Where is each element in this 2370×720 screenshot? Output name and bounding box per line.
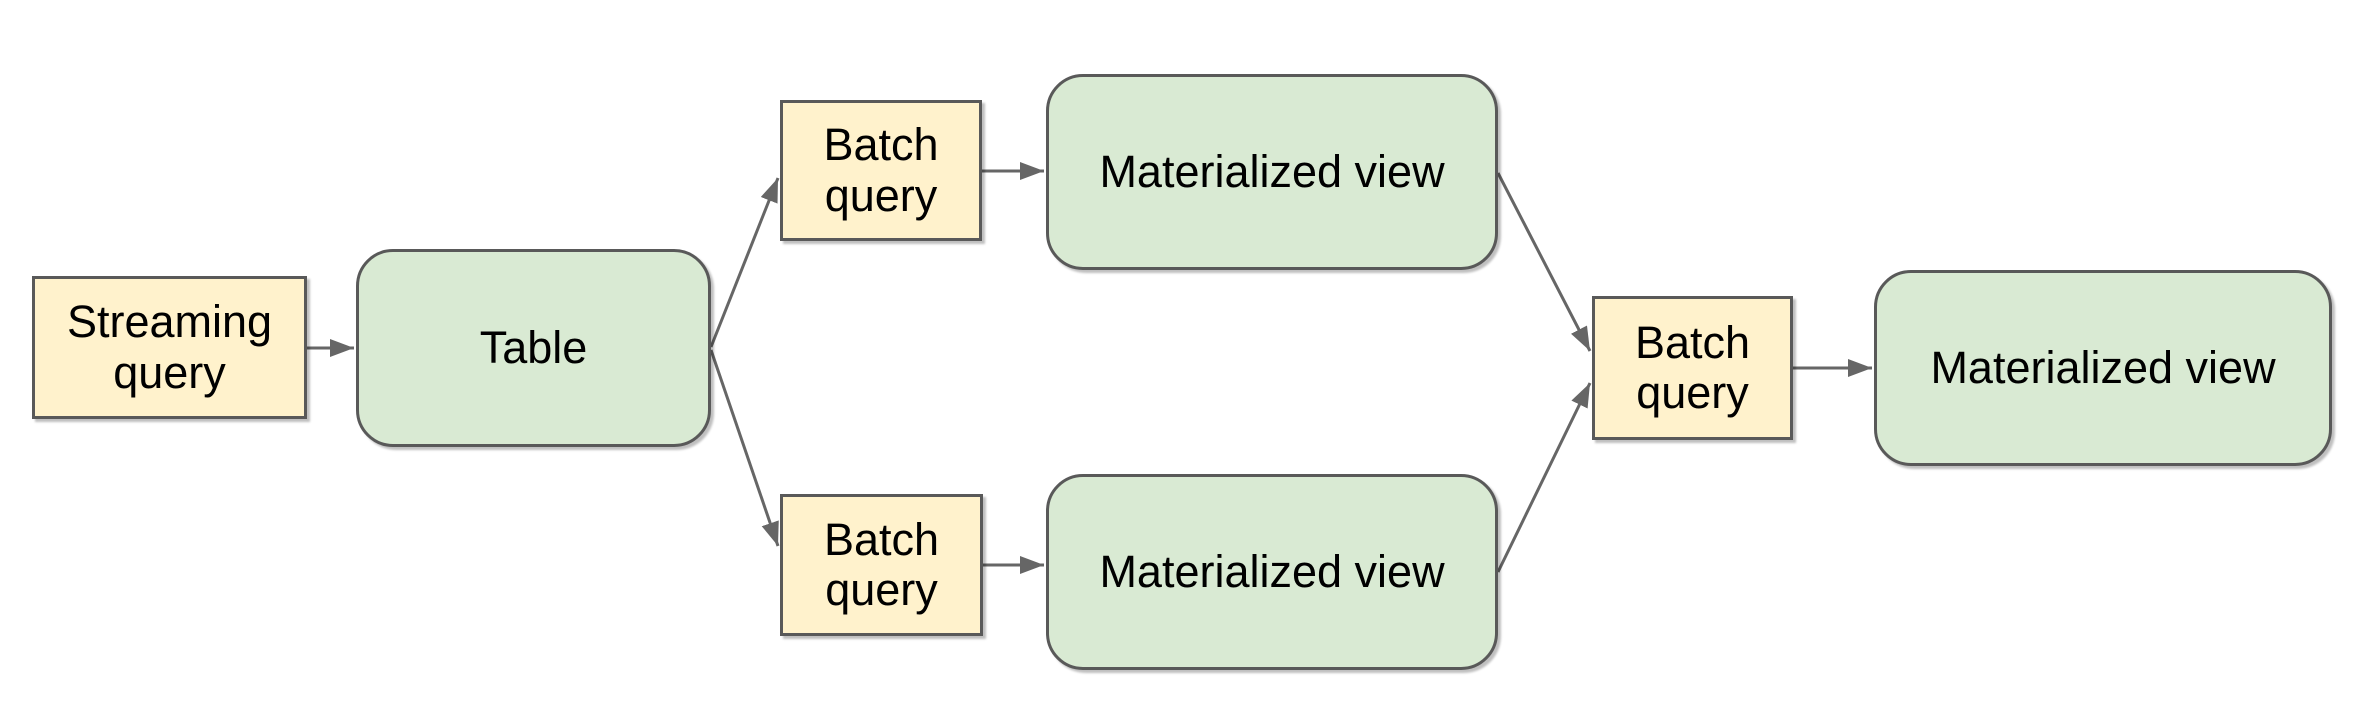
node-streaming-query: Streaming query <box>32 276 307 419</box>
node-batch-query-right-label: Batch query <box>1634 316 1751 418</box>
node-table-label: Table <box>479 321 588 373</box>
node-materialized-view-top-label: Materialized view <box>1099 145 1445 197</box>
arrow-table-to-batch-query-bottom <box>709 349 780 547</box>
node-materialized-view-bottom-label: Materialized view <box>1099 545 1445 597</box>
node-batch-query-right: Batch query <box>1592 296 1793 440</box>
arrow-table-to-batch-query-top <box>709 177 780 348</box>
arrow-materialized-view-top-to-batch-query-right <box>1496 172 1592 352</box>
node-batch-query-bottom: Batch query <box>780 494 983 636</box>
node-materialized-view-top: Materialized view <box>1046 74 1498 270</box>
node-batch-query-top: Batch query <box>780 100 982 241</box>
node-batch-query-bottom-label: Batch query <box>823 513 940 615</box>
node-materialized-view-right-label: Materialized view <box>1930 341 2276 393</box>
node-materialized-view-right: Materialized view <box>1874 270 2332 466</box>
node-streaming-query-label: Streaming query <box>66 296 273 398</box>
node-batch-query-top-label: Batch query <box>823 119 939 221</box>
arrow-materialized-view-bottom-to-batch-query-right <box>1496 382 1592 573</box>
node-materialized-view-bottom: Materialized view <box>1046 474 1498 670</box>
node-table: Table <box>356 249 711 447</box>
